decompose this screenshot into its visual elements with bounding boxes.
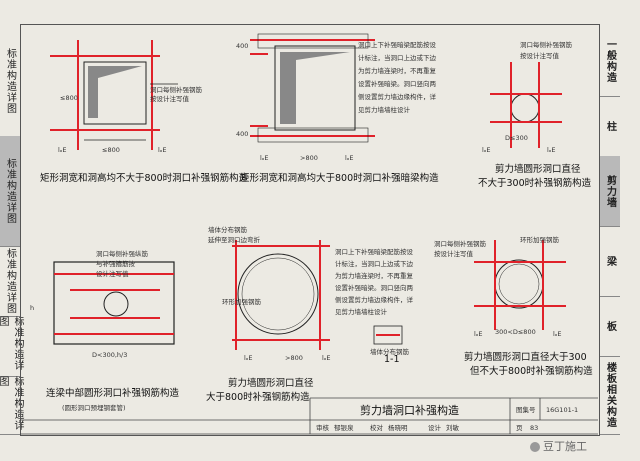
- d2-note-line-2: 计标注，当洞口上边或下边: [358, 53, 437, 62]
- d1-dim-height: ≤800: [60, 94, 78, 102]
- d2-dim-lae-left: lₐE: [260, 154, 268, 162]
- d6-note-b: 按设计注写值: [434, 249, 474, 258]
- d2-dim-width: >800: [300, 154, 318, 162]
- d5-note-shared-line-5: 侧设置剪力墙边缘构件，详: [335, 295, 414, 304]
- d3-caption-a: 剪力墙圆形洞口直径: [495, 163, 581, 175]
- detail-5-round-opening-gt800: >800 lₐE lₐE 墙体分布钢筋 延伸至洞口边弯折 环形加强钢筋 洞口上下…: [206, 225, 414, 403]
- right-tab-general[interactable]: 一般构造: [600, 26, 620, 97]
- review-label: 审核: [316, 423, 330, 432]
- d6-dim-d: 300<D≤800: [495, 328, 536, 336]
- d3-dim-d: D≤300: [505, 134, 528, 142]
- d5-section-note: 墙体分布钢筋: [370, 347, 410, 356]
- d6-dim-lae-left: lₐE: [474, 330, 482, 338]
- d2-note-line-4: 设置补强暗梁。洞口竖向两: [358, 79, 437, 88]
- d4-dim-h: h: [30, 304, 34, 312]
- d2-note-line-6: 见剪力墙墙柱设计: [358, 105, 411, 114]
- check-label: 校对: [370, 423, 384, 432]
- watermark: 豆丁施工: [530, 438, 587, 454]
- d5-note-shared-line-3: 为剪力墙连梁时，不再重复: [335, 271, 414, 280]
- atlas-label: 图集号: [516, 405, 536, 414]
- d6-note-a: 洞口每侧补强钢筋: [434, 239, 487, 248]
- d5-note-shared-line-2: 计标注，当洞口上边或下边: [335, 259, 414, 268]
- left-tab-6[interactable]: 标准构造详图: [0, 376, 23, 435]
- wechat-icon: [530, 442, 540, 452]
- d5-dim-width: >800: [285, 354, 303, 362]
- right-tab-slab-related[interactable]: 楼板相关构造: [600, 356, 620, 435]
- d3-dim-lae-left: lₐE: [482, 146, 490, 154]
- d5-note-shared-line-1: 洞口上下补强暗梁配筋按设: [335, 247, 414, 256]
- watermark-text: 豆丁施工: [543, 440, 587, 453]
- d4-caption: 连梁中部圆形洞口补强钢筋构造: [46, 387, 180, 399]
- d6-note-c: 环形加强钢筋: [520, 235, 560, 244]
- d1-dim-lae-left: lₐE: [58, 146, 66, 154]
- detail-3-round-opening-d300: D≤300 lₐE lₐE 洞口每侧补强钢筋 按设计注写值 剪力墙圆形洞口直径 …: [478, 40, 592, 189]
- d4-note-a: 洞口每侧补强纵筋: [96, 249, 149, 258]
- page-label: 页: [516, 424, 523, 432]
- d2-dim-400-top: 400: [236, 42, 248, 50]
- d1-dim-width: ≤800: [102, 146, 120, 154]
- design-name: 刘敏: [446, 423, 460, 432]
- page-number: 83: [530, 424, 538, 432]
- right-side-tabs: 一般构造 柱 剪力墙 梁 板 楼板相关构造: [600, 26, 620, 435]
- d4-caption-sub: (圆形洞口预埋钢套管): [62, 403, 126, 412]
- detail-1-small-rect-opening: ≤800 ≤800 lₐE lₐE 洞口每侧补强钢筋 按设计注写值 矩形洞宽和洞…: [40, 40, 249, 184]
- drawing-frame: [20, 24, 600, 436]
- d5-note-b: 延伸至洞口边弯折: [208, 235, 261, 244]
- right-tab-shear-wall[interactable]: 剪力墙: [600, 156, 620, 227]
- d3-caption-b: 不大于300时补强钢筋构造: [478, 177, 592, 189]
- left-tab-5[interactable]: 标准构造详图: [0, 316, 23, 377]
- d5-caption-b: 大于800时补强钢筋构造: [206, 391, 310, 403]
- check-name: 杨晓明: [388, 423, 408, 432]
- d3-dim-lae-right: lₐE: [547, 146, 555, 154]
- detail-4-coupling-beam-opening: D<300,h/3 h 洞口每侧补强纵筋 与补强箍筋按 设计注写值 连梁中部圆形…: [30, 249, 180, 412]
- detail-6-round-opening-300-800: 300<D≤800 lₐE lₐE 洞口每侧补强钢筋 按设计注写值 环形加强钢筋…: [434, 235, 593, 377]
- d2-note-line-1: 洞口上下补强暗梁配筋按设: [358, 40, 437, 49]
- right-tab-beam[interactable]: 梁: [600, 226, 620, 297]
- left-tab-3[interactable]: 标准构造详图: [0, 136, 20, 247]
- d1-note-a: 洞口每侧补强钢筋: [150, 85, 203, 94]
- left-tab-4[interactable]: 标准构造详图: [0, 246, 20, 317]
- left-side-tabs: 标准构造详图 标准构造详图 标准构造详图 标准构造详图 标准构造详图: [0, 26, 23, 435]
- sheet-title: 剪力墙洞口补强构造: [360, 403, 459, 417]
- d4-dim-d: D<300,h/3: [92, 351, 127, 359]
- review-name: 郁银泉: [334, 423, 354, 432]
- d1-caption: 矩形洞宽和洞高均不大于800时洞口补强钢筋构造: [40, 172, 249, 184]
- d5-note-shared-line-6: 见剪力墙墙柱设计: [335, 307, 388, 316]
- d1-dim-lae-right: lₐE: [158, 146, 166, 154]
- right-tab-slab[interactable]: 板: [600, 296, 620, 357]
- design-label: 设计: [428, 423, 442, 432]
- d6-caption-a: 剪力墙圆形洞口直径大于300: [464, 351, 587, 363]
- d2-note-line-5: 侧设置剪力墙边缘构件，详: [358, 92, 437, 101]
- d5-note-c: 环形加强钢筋: [222, 297, 262, 306]
- d5-note-shared-line-4: 设置补强暗梁。洞口竖向两: [335, 283, 414, 292]
- d6-caption-b: 但不大于800时补强钢筋构造: [470, 365, 593, 377]
- detail-2-large-rect-opening: >800 lₐE lₐE 400 400 洞口上下补强暗梁配筋按设 计标注，当洞…: [236, 33, 439, 184]
- d3-note-b: 按设计注写值: [520, 51, 560, 60]
- d2-caption: 矩形洞宽和洞高均大于800时洞口补强暗梁构造: [240, 172, 439, 184]
- d5-caption-a: 剪力墙圆形洞口直径: [228, 377, 314, 389]
- title-block: 剪力墙洞口补强构造 图集号 16G101-1 审核 郁银泉 校对 杨晓明 设计 …: [20, 397, 598, 435]
- d4-note-c: 设计注写值: [96, 269, 129, 278]
- d5-section-label: 1-1: [384, 354, 400, 365]
- d5-dim-lae-right: lₐE: [322, 354, 330, 362]
- d1-note-b: 按设计注写值: [150, 94, 190, 103]
- d5-dim-lae-left: lₐE: [244, 354, 252, 362]
- d2-dim-lae-right: lₐE: [345, 154, 353, 162]
- d3-note-a: 洞口每侧补强钢筋: [520, 40, 573, 49]
- d4-note-b: 与补强箍筋按: [96, 259, 136, 268]
- d2-note-line-3: 为剪力墙连梁时，不再重复: [358, 66, 437, 75]
- d6-dim-lae-right: lₐE: [553, 330, 561, 338]
- d2-dim-400-bottom: 400: [236, 130, 248, 138]
- d5-note-a: 墙体分布钢筋: [208, 225, 248, 234]
- atlas-number: 16G101-1: [546, 406, 578, 414]
